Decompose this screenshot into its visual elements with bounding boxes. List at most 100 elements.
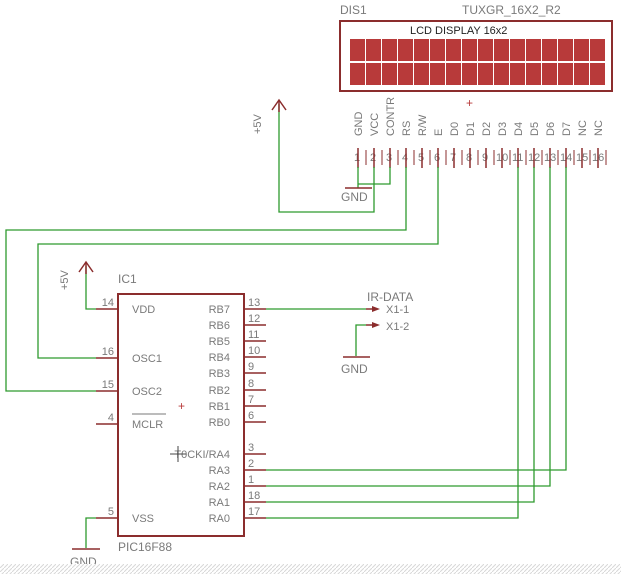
ic-right-pin-label: RB4 — [209, 352, 230, 364]
wires — [5, 104, 567, 548]
ic-left-pin-label: MCLR — [132, 419, 163, 431]
lcd-cell — [478, 63, 493, 85]
lcd-cell — [590, 39, 605, 61]
lcd-pin-label: NC — [593, 120, 605, 136]
lcd-cell — [382, 63, 397, 85]
lcd-pin-number: 1 — [354, 152, 360, 164]
lcd-pin-number: 5 — [418, 152, 424, 164]
gnd-lcd-label: GND — [341, 190, 368, 204]
lcd-pin-number: 2 — [370, 152, 376, 164]
lcd-cell — [526, 39, 541, 61]
ic-left-pin-number: 15 — [102, 379, 114, 391]
ic-left-pin-number: 4 — [108, 412, 114, 424]
lcd-pin-number: 3 — [386, 152, 392, 164]
lcd-cell — [542, 63, 557, 85]
connector-name: IR-DATA — [367, 290, 413, 304]
lcd-pin-number: 6 — [434, 152, 440, 164]
ic-left-pin-number: 14 — [102, 297, 114, 309]
ic-right-pin-label: RB7 — [209, 304, 230, 316]
lcd-cell — [510, 63, 525, 85]
lcd-pin-label: VCC — [369, 113, 381, 136]
ic-left-pin-label: OSC2 — [132, 386, 162, 398]
lcd-cell — [494, 39, 509, 61]
lcd-cell — [462, 63, 477, 85]
lcd-pin-label: D5 — [529, 122, 541, 136]
supply-vcc-ic: +5V — [59, 260, 94, 290]
lcd-cell — [414, 39, 429, 61]
ic-left-pin-label: VSS — [132, 513, 154, 525]
lcd-title: LCD DISPLAY 16x2 — [410, 25, 507, 37]
lcd-cell — [430, 63, 445, 85]
lcd-cell — [526, 63, 541, 85]
lcd-pin-label: D2 — [481, 122, 493, 136]
ic-right-pin-number: 2 — [248, 458, 254, 470]
ic-left-pin-number: 16 — [102, 346, 114, 358]
ground-connector: GND — [341, 356, 370, 376]
lcd-cell — [542, 39, 557, 61]
ic-right-pin-label: RB0 — [209, 417, 230, 429]
lcd-cell — [510, 39, 525, 61]
ic-right-pin-label: RA2 — [209, 481, 230, 493]
ic-right-pin-number: 13 — [248, 297, 260, 309]
lcd-cell — [494, 63, 509, 85]
ic-right-pin-label: RB2 — [209, 385, 230, 397]
ic-right-pin-number: 17 — [248, 506, 260, 518]
ic-name: IC1 — [118, 272, 137, 286]
lcd-cell — [558, 39, 573, 61]
lcd-cell — [446, 63, 461, 85]
lcd-pin-label: D3 — [497, 122, 509, 136]
ic-right-pin-label: RB1 — [209, 401, 230, 413]
lcd-display[interactable]: DIS1 TUXGR_16X2_R2 LCD DISPLAY 16x2 + GN… — [339, 3, 613, 168]
ic-right-pin-number: 3 — [248, 442, 254, 454]
ic-right-pin-label: RB6 — [209, 320, 230, 332]
lcd-pin-label: E — [433, 129, 445, 136]
lcd-pin-label: GND — [353, 112, 365, 137]
lcd-cell — [414, 63, 429, 85]
ic-right-pin-label: RB3 — [209, 368, 230, 380]
ic-right-pin-label: RA1 — [209, 497, 230, 509]
supply-vcc-lcd: +5V — [252, 98, 287, 134]
lcd-pin-label: D0 — [449, 122, 461, 136]
lcd-origin-marker: + — [466, 96, 473, 110]
status-strip — [0, 564, 621, 574]
ic-right-pin-number: 18 — [248, 490, 260, 502]
lcd-pin-number: 9 — [482, 152, 488, 164]
lcd-pin-label: D6 — [545, 122, 557, 136]
ic-origin-marker: + — [178, 399, 185, 413]
lcd-pin-label: D7 — [561, 122, 573, 136]
lcd-cell — [574, 39, 589, 61]
lcd-value: TUXGR_16X2_R2 — [462, 3, 561, 17]
ir-data-connector[interactable]: IR-DATA X1-1 X1-2 — [366, 290, 413, 333]
lcd-cell — [574, 63, 589, 85]
ic-right-pin-label: T0CKI/RA4 — [174, 449, 230, 461]
vcc-lcd-label: +5V — [252, 113, 264, 134]
lcd-pin-label: RS — [401, 121, 413, 136]
lcd-cell — [366, 39, 381, 61]
ic-right-pin-number: 8 — [248, 378, 254, 390]
ic-left-pin-label: VDD — [132, 304, 155, 316]
lcd-cell — [366, 63, 381, 85]
ic-right-pin-number: 11 — [248, 329, 259, 341]
ic-right-pin-number: 9 — [248, 361, 254, 373]
ic-right-pin-label: RA0 — [209, 513, 230, 525]
lcd-character-cells — [350, 39, 605, 85]
lcd-pin-label: D1 — [465, 122, 477, 136]
connector-pin1-label: X1-1 — [386, 304, 409, 316]
ic-right-pin-number: 1 — [248, 474, 254, 486]
lcd-cell — [446, 39, 461, 61]
lcd-cell — [478, 39, 493, 61]
lcd-pin-label: R/W — [417, 114, 429, 136]
ic-value: PIC16F88 — [118, 540, 172, 554]
lcd-name: DIS1 — [340, 3, 367, 17]
ic-right-pin-number: 6 — [248, 410, 254, 422]
ic-right-pin-number: 12 — [248, 313, 260, 325]
crosshair-cursor-icon — [170, 446, 186, 462]
lcd-pin-label: D4 — [513, 122, 525, 136]
ic-right-pins: 13RB712RB611RB510RB49RB38RB27RB16RB03T0C… — [174, 297, 266, 525]
lcd-pin-number: 4 — [402, 152, 408, 164]
ic-pic16f88[interactable]: IC1 PIC16F88 + 14VDD16OSC115OSC24MCLR5VS… — [96, 272, 266, 554]
ic-left-pin-number: 5 — [108, 506, 114, 518]
lcd-pins: GND1VCC2CONTR3RS4R/W5E6D07D18D29D310D411… — [353, 97, 607, 168]
